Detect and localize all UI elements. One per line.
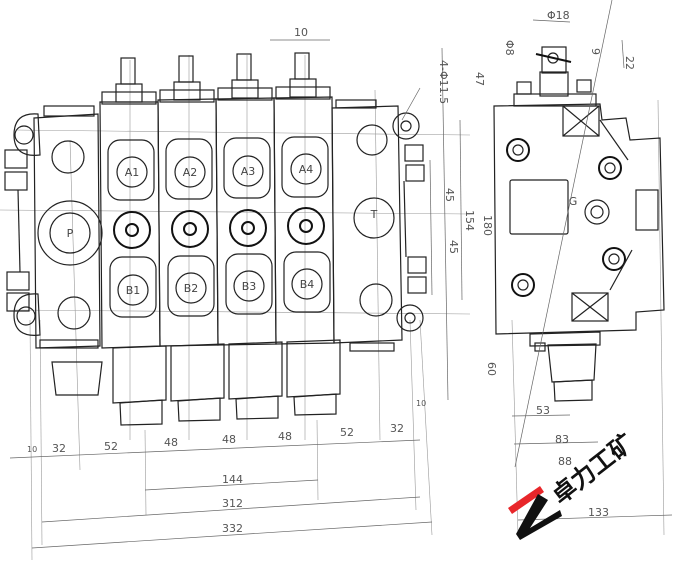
svg-text:Φ18: Φ18: [547, 9, 570, 22]
svg-text:Φ8: Φ8: [503, 40, 516, 56]
port-t-label: T: [370, 208, 378, 221]
svg-text:52: 52: [104, 440, 118, 453]
svg-text:10: 10: [416, 399, 426, 408]
svg-text:312: 312: [222, 497, 243, 510]
port-a4-label: A4: [299, 163, 314, 176]
svg-text:10: 10: [294, 26, 308, 39]
port-b2-label: B2: [184, 282, 199, 295]
port-a3-label: A3: [241, 165, 256, 178]
svg-text:9: 9: [589, 48, 602, 55]
port-a2-label: A2: [183, 166, 198, 179]
svg-text:48: 48: [222, 433, 236, 446]
svg-text:52: 52: [340, 426, 354, 439]
svg-text:180: 180: [481, 215, 494, 236]
valve-section-3: A3 B3: [215, 53, 283, 420]
port-p-label: P: [67, 227, 74, 240]
svg-text:133: 133: [588, 506, 609, 519]
svg-text:48: 48: [164, 436, 178, 449]
svg-text:32: 32: [52, 442, 66, 455]
front-view: P A1 B1 A2: [4, 52, 427, 426]
port-b1-label: B1: [126, 284, 141, 297]
svg-text:22: 22: [623, 56, 636, 70]
svg-text:53: 53: [536, 404, 550, 417]
dimension-lines: [9, 0, 673, 549]
valve-section-4: A4 B4: [273, 52, 341, 416]
side-view: G: [493, 46, 665, 402]
port-g-label: G: [569, 195, 578, 208]
svg-text:45: 45: [443, 188, 456, 202]
svg-text:88: 88: [558, 455, 572, 468]
port-b4-label: B4: [300, 278, 315, 291]
svg-text:10: 10: [27, 445, 37, 454]
svg-text:144: 144: [222, 473, 243, 486]
svg-text:32: 32: [390, 422, 404, 435]
svg-text:47: 47: [473, 72, 486, 86]
port-a1-label: A1: [125, 166, 140, 179]
svg-text:83: 83: [555, 433, 569, 446]
logo-red-stroke-icon: [508, 486, 544, 514]
dimension-labels: 10 Φ18 Φ8 9 22 4-Φ11.5 47 45 45 154 180 …: [27, 9, 636, 535]
valve-section-1: A1 B1: [99, 57, 167, 426]
port-b3-label: B3: [242, 280, 257, 293]
svg-text:4-Φ11.5: 4-Φ11.5: [437, 60, 450, 104]
logo-z-icon: [516, 494, 562, 540]
valve-section-2: A2 B2: [157, 55, 225, 422]
svg-text:45: 45: [447, 240, 460, 254]
svg-text:332: 332: [222, 522, 243, 535]
svg-text:60: 60: [485, 362, 498, 376]
svg-text:48: 48: [278, 430, 292, 443]
brand-watermark: 卓力工矿: [508, 429, 639, 540]
svg-text:154: 154: [463, 210, 476, 231]
